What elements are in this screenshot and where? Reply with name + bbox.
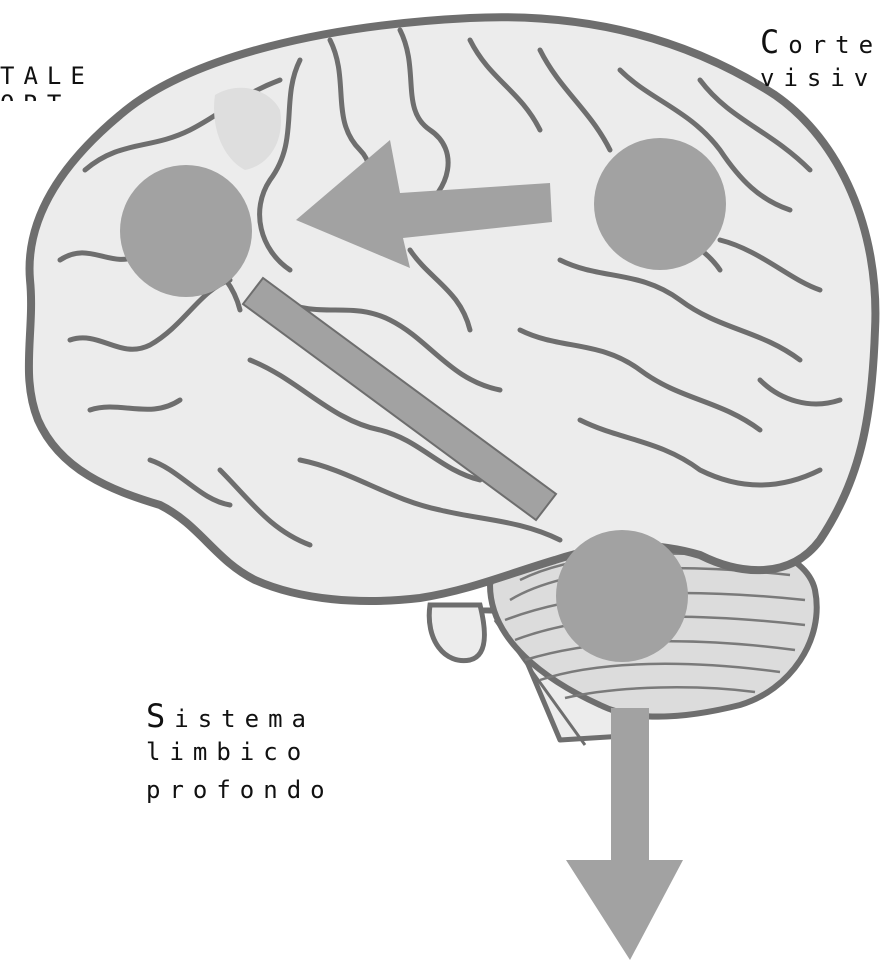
limbic-system-label-line2: limbico (146, 740, 310, 764)
frontal-label-clipped: ORT (0, 92, 70, 101)
pituitary (429, 605, 484, 661)
frontal-label: TALE (0, 64, 94, 88)
marker-visual (594, 138, 726, 270)
visual-cortex-label-line1: Corte (760, 26, 882, 58)
limbic-system-label-line3: profondo (146, 778, 334, 802)
visual-cortex-label-line2: visiv (760, 66, 877, 90)
limbic-system-label-line1: Sistema (146, 700, 315, 732)
marker-frontal (120, 165, 252, 297)
marker-limbic (556, 530, 688, 662)
arrow-limbic-down (566, 708, 683, 960)
